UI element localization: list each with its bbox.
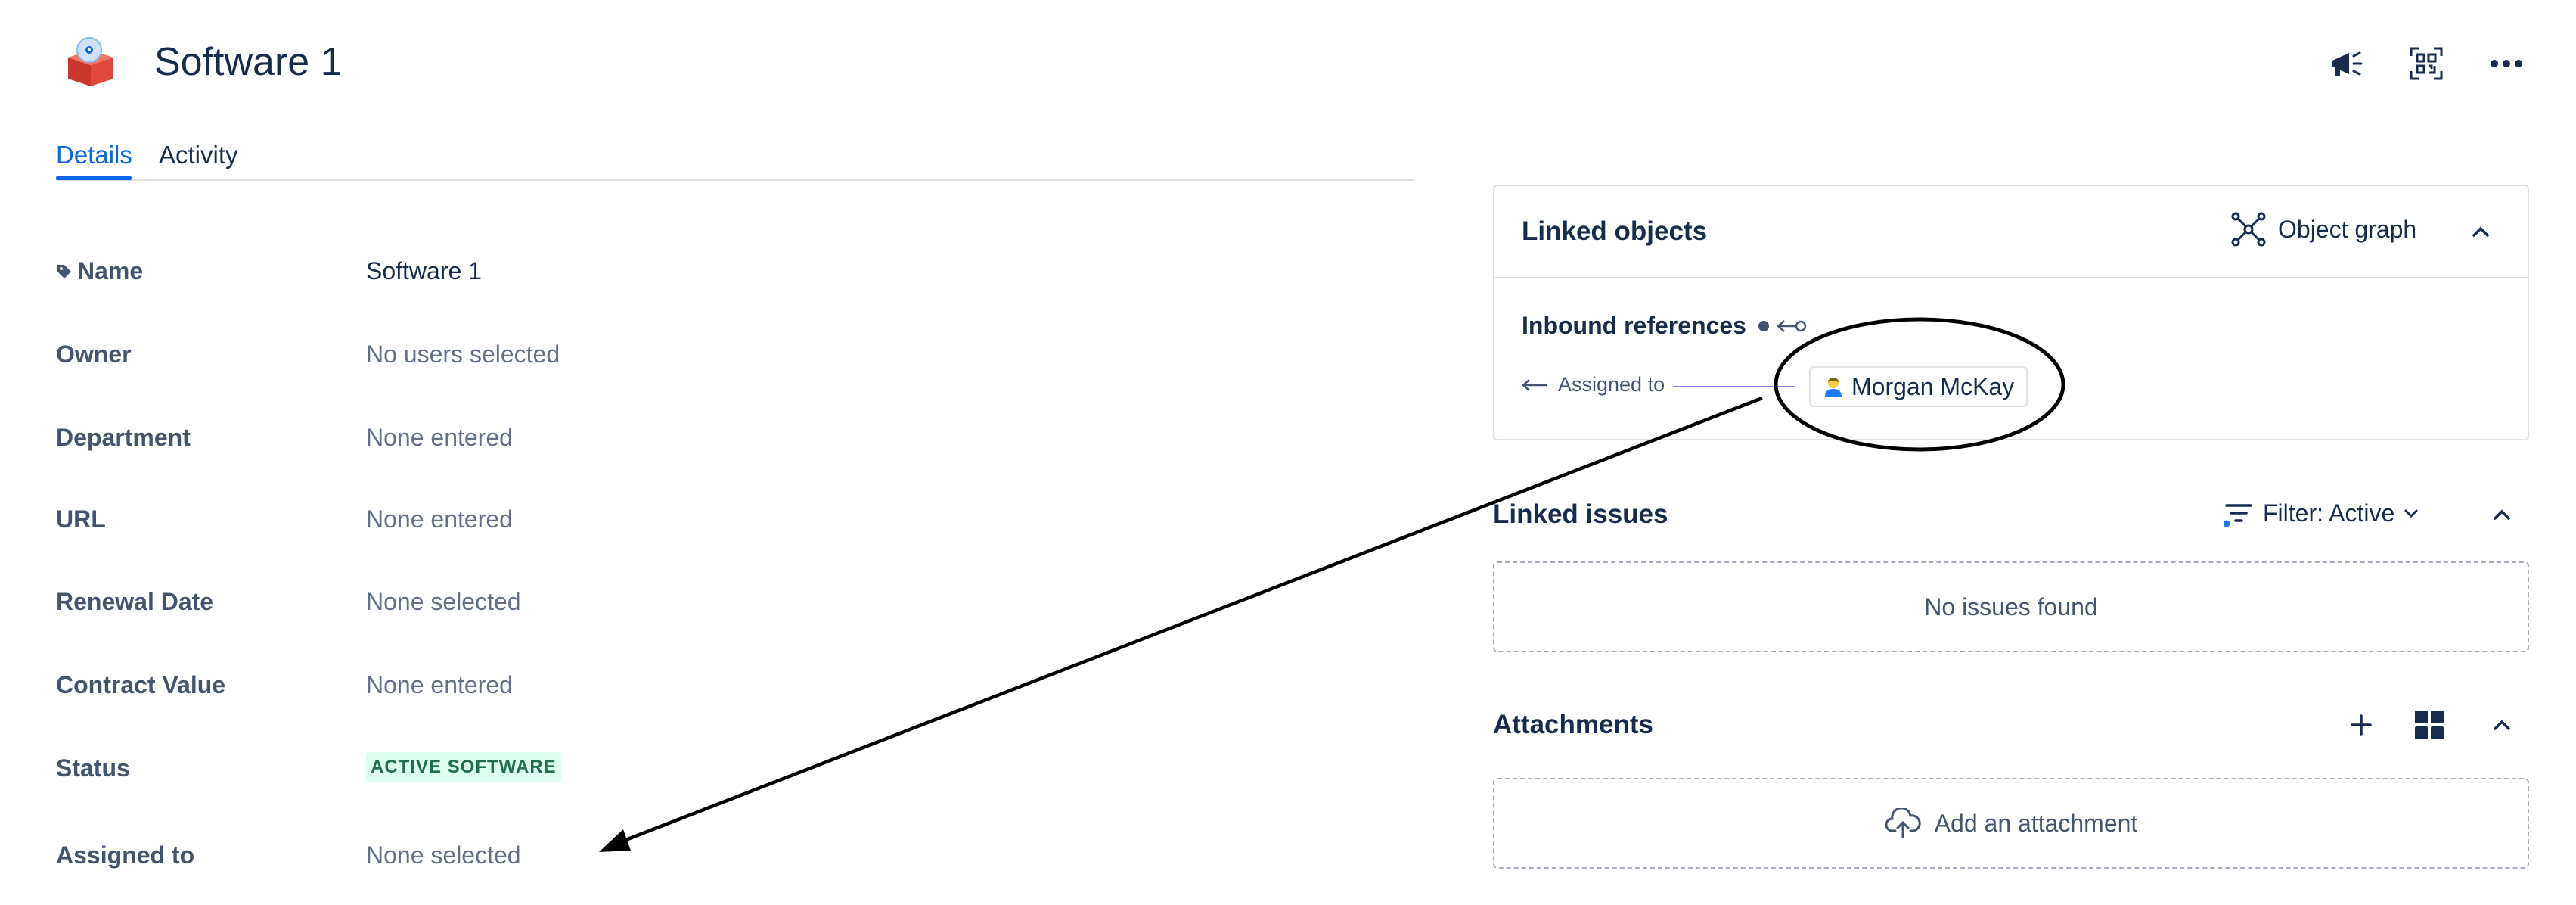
cloud-upload-icon: [1885, 808, 1921, 838]
department-value[interactable]: None entered: [366, 424, 513, 451]
object-graph-button[interactable]: Object graph: [2231, 212, 2416, 247]
assigned-to-value[interactable]: None selected: [366, 841, 521, 869]
add-attachment-dropzone[interactable]: Add an attachment: [1493, 778, 2529, 869]
chevron-down-icon: [2404, 508, 2419, 519]
owner-value[interactable]: No users selected: [366, 341, 560, 368]
url-value[interactable]: None entered: [366, 505, 513, 533]
reference-connector-line: [1673, 386, 1795, 387]
object-graph-label: Object graph: [2278, 215, 2417, 243]
collapse-linked-issues-chevron-up-icon[interactable]: [2484, 496, 2520, 533]
owner-label: Owner: [56, 341, 132, 368]
page-title: Software 1: [154, 40, 343, 84]
graph-icon: [2231, 212, 2266, 247]
collapse-attachments-chevron-up-icon[interactable]: [2484, 707, 2520, 743]
inbound-references-heading: Inbound references: [1522, 312, 1810, 340]
renewal-date-label: Renewal Date: [56, 588, 214, 615]
contract-value-label: Contract Value: [56, 671, 226, 698]
name-value[interactable]: Software 1: [366, 257, 482, 285]
status-label: Status: [56, 754, 130, 782]
no-issues-text: No issues found: [1924, 592, 2098, 620]
add-attachment-label: Add an attachment: [1934, 809, 2138, 837]
collapse-linked-objects-chevron-up-icon[interactable]: [2463, 213, 2499, 250]
attachments-title: Attachments: [1493, 710, 1653, 739]
tab-activity[interactable]: Activity: [159, 141, 238, 169]
software-box-icon: [64, 35, 118, 89]
morgan-mckay-reference-chip[interactable]: Morgan McKay: [1809, 366, 2028, 407]
renewal-date-value[interactable]: None selected: [366, 588, 521, 615]
more-icon[interactable]: [2485, 42, 2528, 85]
name-label-text: Name: [77, 257, 144, 285]
filter-button[interactable]: Filter: Active: [2224, 499, 2419, 527]
annotation-arrow-head: [599, 829, 631, 852]
tabs-divider: [56, 179, 1414, 181]
url-label: URL: [56, 505, 106, 533]
linked-issues-title: Linked issues: [1493, 499, 1668, 529]
active-tab-indicator: [56, 176, 132, 180]
name-attribute-label: Name: [56, 257, 143, 285]
linked-objects-title: Linked objects: [1522, 216, 1708, 246]
filter-label: Filter: Active: [2263, 499, 2395, 527]
no-issues-placeholder: No issues found: [1493, 561, 2529, 652]
inbound-references-label: Inbound references: [1522, 312, 1746, 339]
department-label: Department: [56, 424, 191, 451]
qr-code-icon[interactable]: [2405, 42, 2447, 85]
assigned-to-label: Assigned to: [56, 841, 195, 869]
tab-details[interactable]: Details: [56, 141, 132, 169]
status-badge[interactable]: ACTIVE SOFTWARE: [366, 752, 561, 782]
reference-object-name: Morgan McKay: [1851, 372, 2015, 400]
contract-value-value[interactable]: None entered: [366, 671, 513, 698]
reference-attribute: Assigned to: [1522, 373, 1665, 397]
reference-attribute-label: Assigned to: [1558, 373, 1665, 396]
inbound-arrow-icon: [1757, 317, 1810, 335]
tag-icon: [56, 263, 73, 280]
filter-icon: [2224, 501, 2254, 527]
megaphone-icon[interactable]: [2325, 42, 2367, 85]
grid-view-icon[interactable]: [2411, 707, 2447, 743]
panel-divider: [1494, 277, 2528, 278]
arrow-left-icon: [1522, 378, 1549, 393]
add-attachment-plus-icon[interactable]: [2343, 707, 2379, 743]
person-avatar-icon: [1823, 376, 1844, 397]
